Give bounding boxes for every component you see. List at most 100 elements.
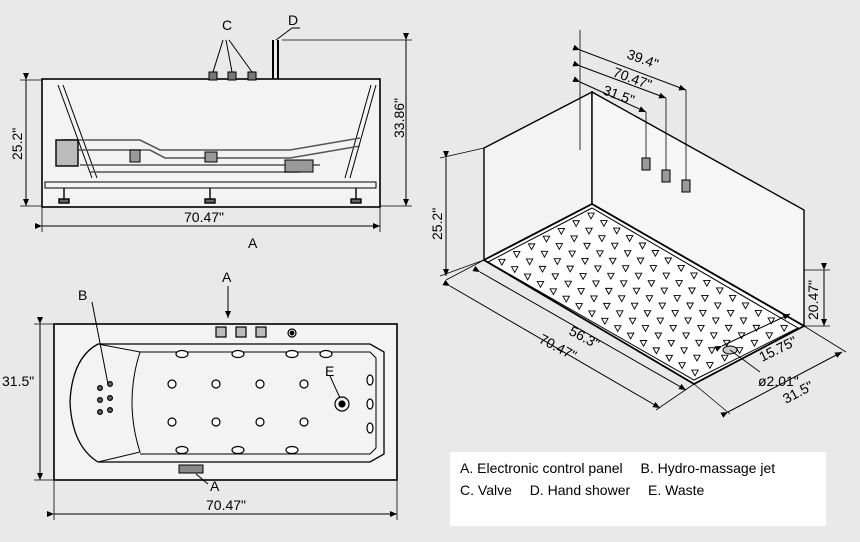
floor-triangle (686, 302, 695, 310)
top-plan-view (34, 286, 398, 520)
floor-triangle (606, 272, 615, 281)
side-height-label: 25.2" (9, 128, 25, 160)
floor-triangle (595, 250, 604, 258)
body-jet (211, 417, 221, 427)
floor-triangle (597, 235, 606, 243)
floor-triangle (662, 272, 671, 280)
tub-right-wall (349, 84, 377, 179)
tub-top-outline (53, 323, 398, 481)
floor-triangle (625, 235, 634, 243)
floor-triangle (604, 287, 613, 296)
legend-panel: A. Electronic control panel B. Hydro-mas… (450, 452, 826, 526)
floor-triangle (553, 258, 562, 266)
tub-piping (62, 137, 361, 173)
floor-triangle (572, 220, 581, 228)
floor-triangle (551, 273, 560, 281)
body-jet (255, 417, 265, 427)
floor-triangle (707, 347, 716, 355)
control-panel (215, 326, 297, 338)
floor-triangle (538, 265, 547, 274)
floor-triangle (628, 317, 637, 325)
floor-triangle (579, 273, 588, 281)
side-view-letter: A (248, 235, 258, 251)
label-b: B (78, 287, 87, 303)
top-view-text: A B E A 31.5" 70.47" (2, 269, 334, 513)
top-width-label: 31.5" (2, 373, 34, 389)
label-e: E (325, 363, 334, 379)
bottom-panel (178, 464, 204, 474)
side-jet (319, 349, 333, 359)
isometric-view (439, 30, 847, 418)
floor-triangle (678, 362, 687, 370)
side-jet (175, 445, 189, 455)
floor-triangle (626, 332, 635, 340)
floor-triangle (566, 265, 575, 273)
body-jet (299, 379, 309, 389)
floor-triangle (568, 250, 577, 258)
back-jet (106, 395, 113, 402)
floor-triangle (693, 354, 701, 362)
floor-triangle (664, 257, 673, 265)
floor-triangle (720, 354, 729, 362)
floor-triangle (577, 288, 586, 296)
floor-triangle (656, 317, 665, 325)
side-view-text: C D 25.2" 33.86" 70.47" A (9, 12, 407, 251)
side-jet (175, 349, 189, 359)
floor-triangle (651, 250, 660, 258)
iso-height-label: 25.2" (429, 208, 445, 240)
floor-triangle (671, 310, 680, 318)
floor-triangle (636, 257, 645, 265)
label-d: D (288, 12, 298, 28)
floor-triangle (711, 317, 720, 325)
floor-triangle (654, 332, 663, 340)
floor-triangle (641, 325, 650, 333)
floor-triangle (724, 324, 733, 333)
back-jet (106, 381, 113, 388)
floor-triangle (684, 317, 693, 325)
legend-item: A. Electronic control panel (460, 460, 623, 476)
floor-triangle (510, 266, 519, 274)
foot-jet (366, 422, 374, 434)
side-jet (231, 445, 245, 455)
floor-triangle (752, 324, 761, 333)
legend-line-2: C. Valve D. Hand shower E. Waste (460, 482, 718, 498)
floor-triangle (780, 324, 789, 333)
floor-triangle (696, 324, 705, 333)
floor-triangle (658, 302, 667, 310)
floor-triangle (564, 280, 573, 288)
iso-inner-height-label: 20.47" (805, 280, 821, 320)
iso-drain-label: ø2.01" (758, 373, 799, 389)
floor-triangle (610, 242, 619, 250)
legend-item: D. Hand shower (529, 482, 631, 498)
floor-triangle (587, 212, 595, 220)
floor-triangle (735, 347, 744, 355)
floor-triangle (608, 257, 617, 265)
floor-triangle (722, 339, 731, 347)
floor-triangle (497, 258, 506, 266)
pump-unit (55, 139, 79, 167)
floor-triangle (688, 287, 696, 295)
back-jet (96, 397, 103, 404)
floor-triangle (612, 227, 621, 235)
floor-triangle (630, 302, 639, 310)
floor-triangle (677, 265, 686, 273)
floor-triangle (652, 347, 661, 355)
floor-triangle (667, 339, 676, 348)
floor-triangle (512, 251, 521, 259)
floor-triangle (575, 303, 584, 311)
floor-triangle (649, 265, 658, 273)
tub-basin (69, 343, 385, 463)
back-jet (96, 385, 103, 392)
floor-triangle (754, 309, 763, 318)
body-jet (167, 417, 177, 427)
floor-triangle (619, 280, 628, 288)
floor-triangle (647, 280, 656, 288)
floor-triangle (765, 332, 774, 340)
floor-triangle (562, 295, 571, 303)
floor-triangle (588, 310, 596, 318)
floor-triangle (741, 302, 750, 310)
floor-triangle (600, 317, 609, 326)
floor-triangle (715, 287, 724, 295)
floor-triangle (694, 339, 703, 348)
body-jet (211, 379, 221, 389)
